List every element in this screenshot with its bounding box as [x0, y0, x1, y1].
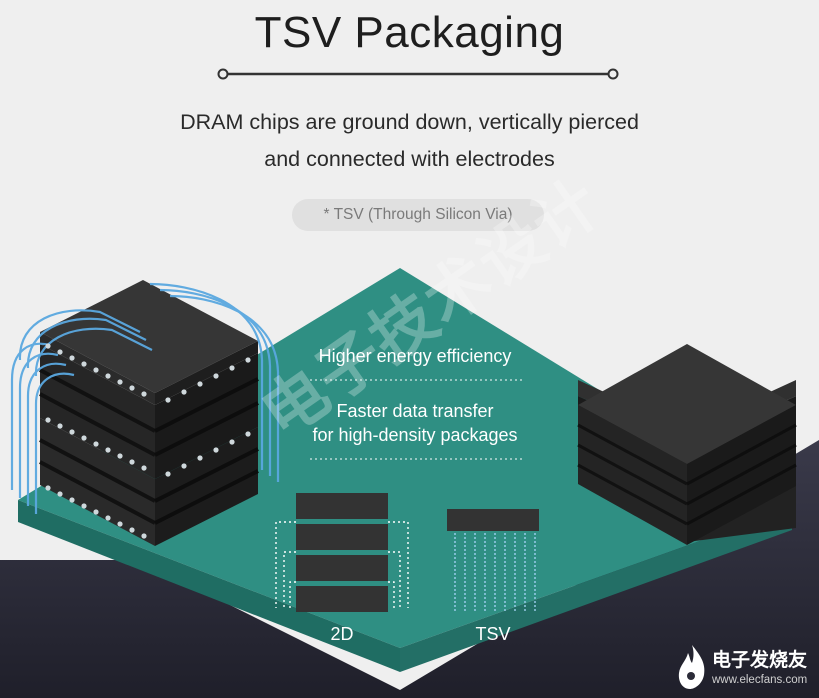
circuit-board: [18, 268, 792, 648]
page-title: TSV Packaging: [254, 8, 565, 57]
subtitle-line-1: DRAM chips are ground down, vertically p…: [180, 110, 639, 134]
bond-pads: [45, 343, 251, 539]
tsv-note-badge: * TSV (Through Silicon Via): [292, 199, 544, 231]
base-platform: [0, 440, 819, 698]
brand-logo: 电子发烧友 www.elecfans.com: [672, 641, 817, 696]
benefit-transfer: Faster data transfer: [336, 401, 494, 421]
diagram-tsv: [447, 509, 539, 612]
circuit-board-edge-right: [400, 508, 792, 672]
brand-url: www.elecfans.com: [712, 674, 808, 686]
caption-2d: 2D: [330, 624, 354, 644]
wirebond-stack-left: [39, 280, 259, 546]
bond-wires: [10, 282, 280, 514]
brand-name: 电子发烧友: [712, 649, 808, 671]
flame-icon: [678, 645, 705, 689]
benefit-energy: Higher energy efficiency: [318, 346, 512, 366]
subtitle-line-2: and connected with electrodes: [264, 147, 555, 171]
caption-tsv: TSV: [475, 624, 511, 644]
tsv-stack-right: [577, 344, 797, 545]
circuit-board-edge: [18, 500, 400, 672]
benefit-density: for high-density packages: [312, 425, 518, 445]
subtitle: DRAM chips are ground down, vertically p…: [0, 104, 819, 178]
diagram-2d: [275, 493, 409, 612]
